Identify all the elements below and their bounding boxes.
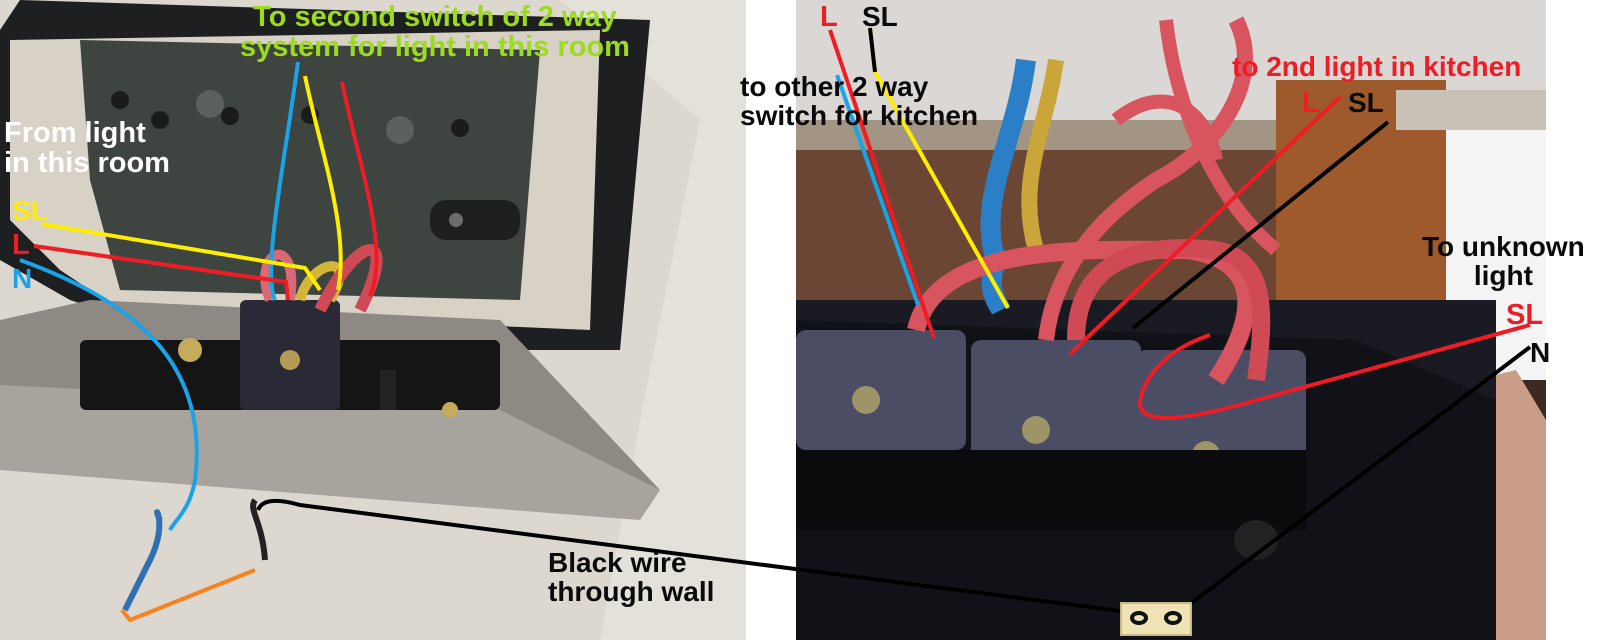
second-switch-label-line1: To second switch of 2 way — [253, 1, 617, 33]
kitchen-l-label: L — [1302, 87, 1320, 119]
unknown-light-label: To unknown light — [1422, 232, 1585, 291]
left-n-label: N — [12, 263, 33, 294]
unknown-light-label-line2: light — [1473, 260, 1533, 292]
from-light-label-line1: From light — [4, 117, 146, 149]
second-switch-label-line2: system for light in this room — [240, 31, 630, 64]
unknown-sl-label: SL — [1506, 299, 1544, 331]
black-wire-label-line2: through wall — [548, 576, 715, 608]
second-light-kitchen-label: to 2nd light in kitchen — [1232, 51, 1522, 82]
other-switch-label-line1: to other 2 way — [740, 71, 929, 102]
left-switch-photo — [0, 0, 746, 640]
unknown-light-label-line1: To unknown — [1422, 231, 1585, 262]
kitchen-sl-label: SL — [1348, 87, 1384, 118]
unknown-n-label: N — [1530, 337, 1551, 368]
right-top-sl-label: SL — [862, 1, 898, 32]
other-switch-label: to other 2 way switch for kitchen — [740, 72, 978, 131]
from-light-label: From light in this room — [4, 118, 170, 179]
other-switch-label-line2: switch for kitchen — [740, 100, 979, 132]
connector-terminal-1 — [1130, 611, 1148, 625]
from-light-label-line2: in this room — [4, 147, 170, 180]
connector-block — [1120, 602, 1192, 636]
black-wire-label: Black wire through wall — [548, 548, 714, 607]
black-wire-label-line1: Black wire — [548, 547, 687, 578]
right-top-l-label: L — [820, 1, 838, 33]
second-switch-label: To second switch of 2 way system for lig… — [240, 2, 630, 63]
left-sl-label: SL — [12, 195, 48, 226]
left-photo-illustration — [0, 0, 746, 640]
connector-terminal-2 — [1164, 611, 1182, 625]
left-l-label: L — [12, 229, 30, 261]
